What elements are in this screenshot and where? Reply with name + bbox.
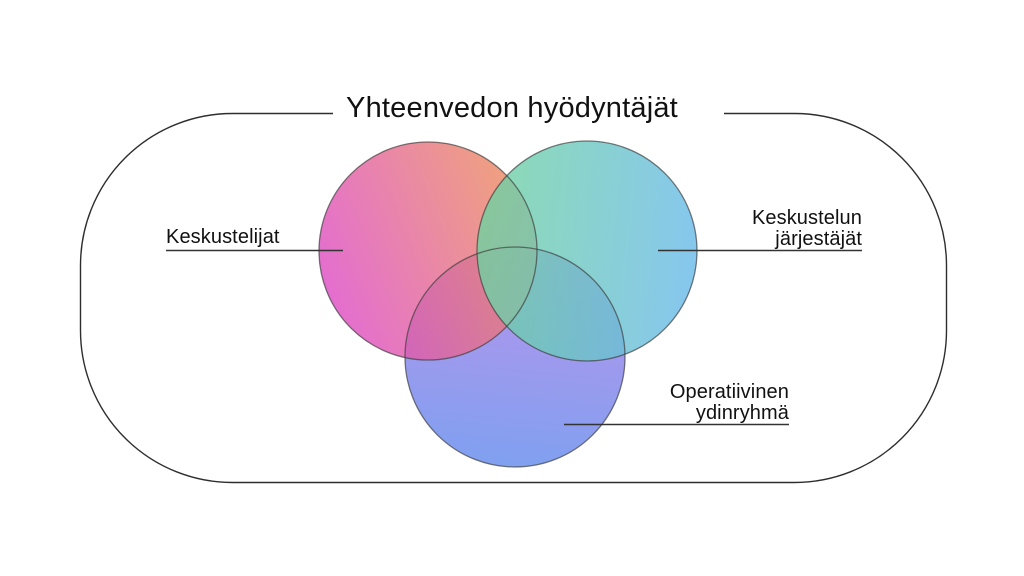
label-connectors xyxy=(166,249,862,426)
title-backplate xyxy=(333,95,724,132)
diagram-title: Yhteenvedon hyödyntäjät xyxy=(346,92,678,124)
label-jarjestajat: järjestäjät xyxy=(774,228,862,250)
venn-circle-keskustelun-jarjestajat[interactable] xyxy=(477,141,697,361)
label-ydinryhma: ydinryhmä xyxy=(696,402,790,424)
venn-circle-keskustelijat[interactable] xyxy=(319,142,537,360)
label-operatiivinen: Operatiivinen xyxy=(670,381,789,403)
label-keskustelijat: Keskustelijat xyxy=(166,226,280,248)
label-keskustelun: Keskustelun xyxy=(752,207,862,229)
